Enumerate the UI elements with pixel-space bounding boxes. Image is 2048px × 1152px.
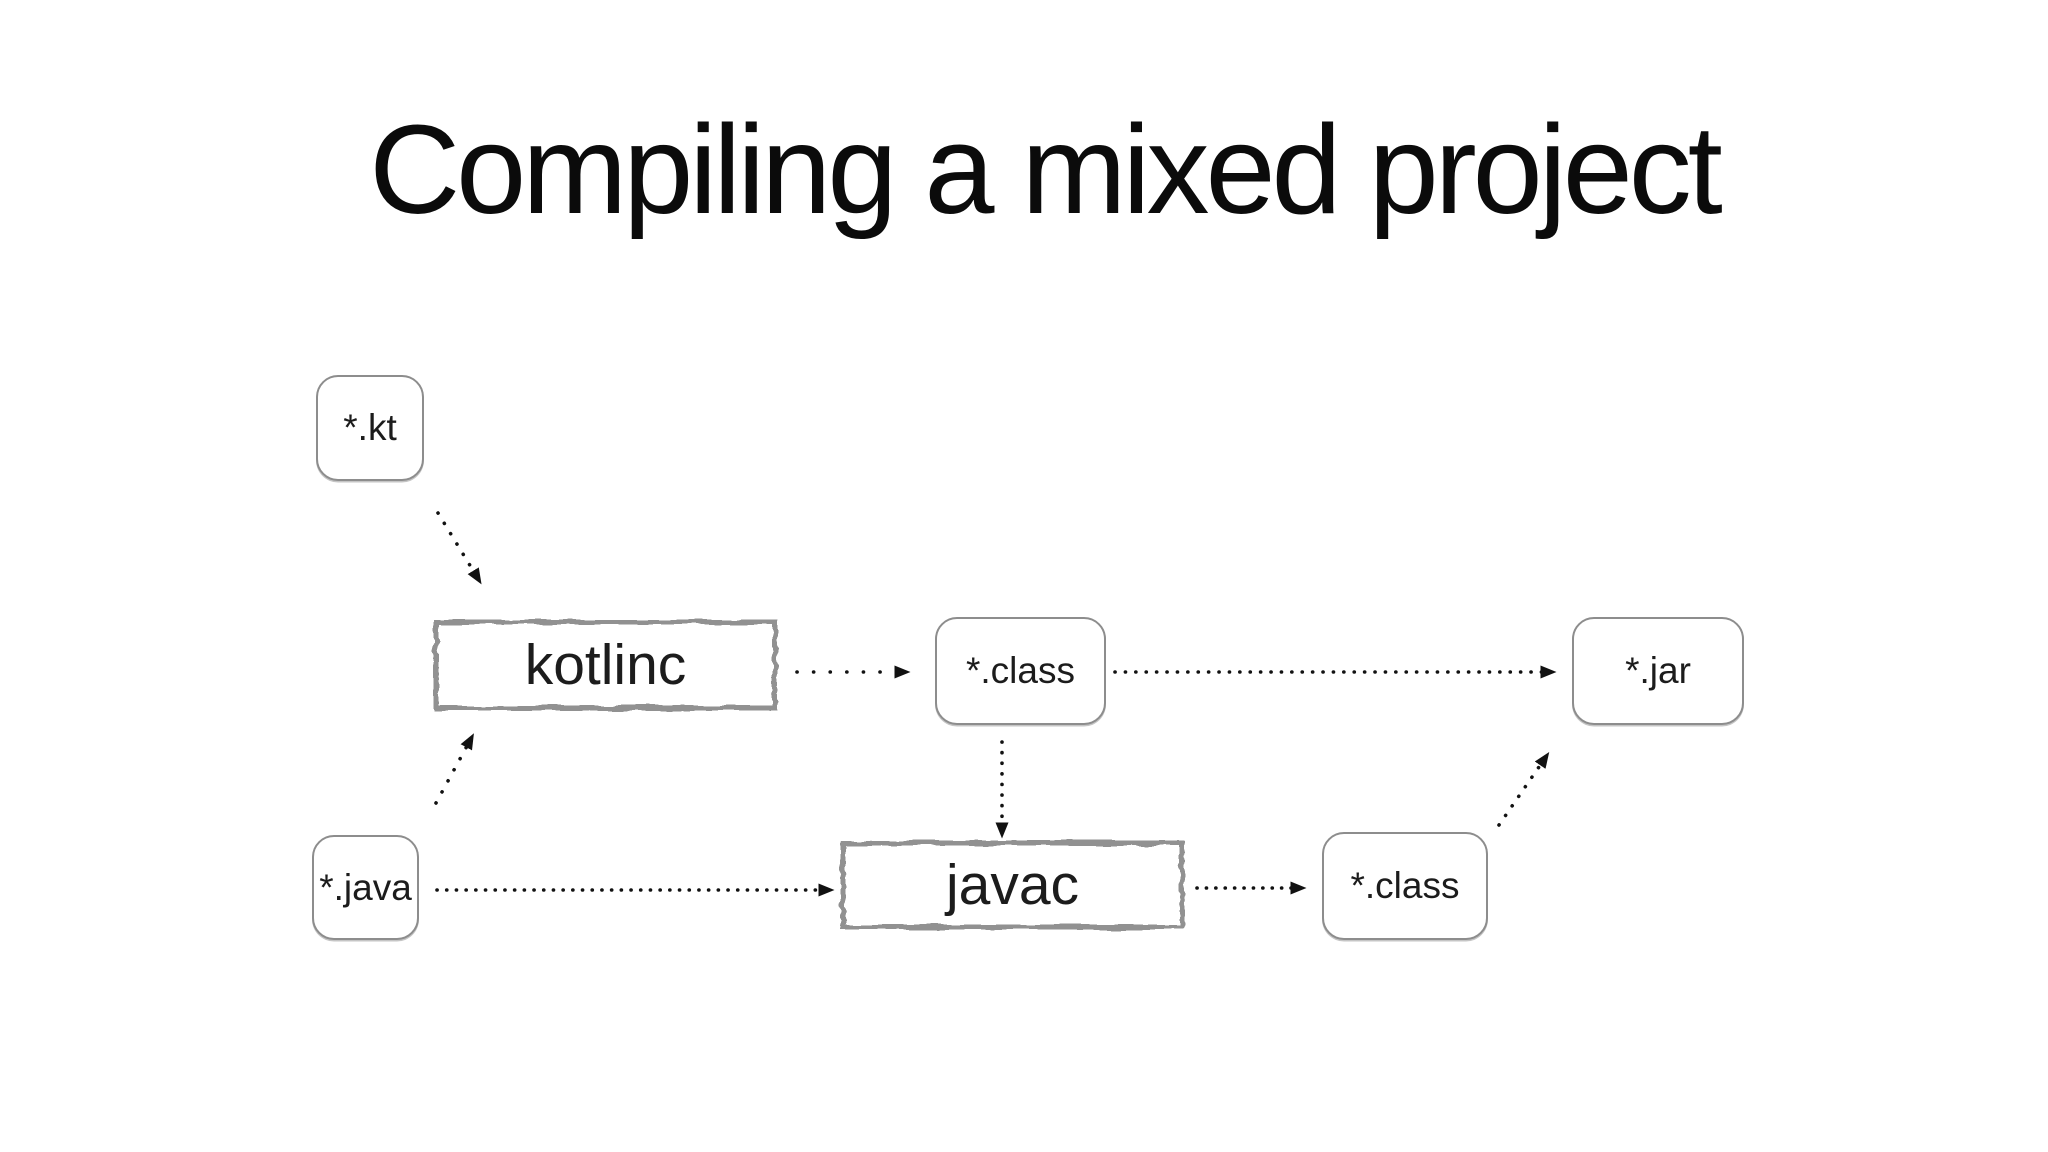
tool-outline-javac (840, 840, 1185, 930)
edge-class2-to-jar (1497, 752, 1550, 827)
edge-kt-to-kotlinc (436, 511, 482, 585)
node-kt-file: *.kt (316, 375, 424, 481)
node-label-javac: javac (945, 853, 1080, 917)
node-label-java-file: *.java (319, 866, 412, 908)
tool-box-outlines (433, 619, 1185, 930)
node-label-kotlin-class: *.class (966, 650, 1075, 691)
node-java-file: *.java (312, 835, 419, 940)
tool-outline-kotlinc (433, 619, 778, 711)
edge-java-to-kotlinc (434, 733, 474, 805)
node-java-class: *.class (1322, 832, 1488, 940)
node-javac: javac (843, 843, 1182, 927)
node-label-java-class: *.class (1350, 865, 1460, 906)
diagram-edges (434, 511, 1557, 897)
slide-title: Compiling a mixed project (369, 99, 1723, 240)
node-kotlin-class: *.class (935, 617, 1106, 725)
node-label-kotlinc: kotlinc (524, 633, 687, 697)
node-jar: *.jar (1572, 617, 1744, 725)
node-kotlinc: kotlinc (436, 622, 775, 708)
node-label-kt-file: *.kt (343, 407, 397, 448)
node-label-jar: *.jar (1625, 650, 1691, 691)
